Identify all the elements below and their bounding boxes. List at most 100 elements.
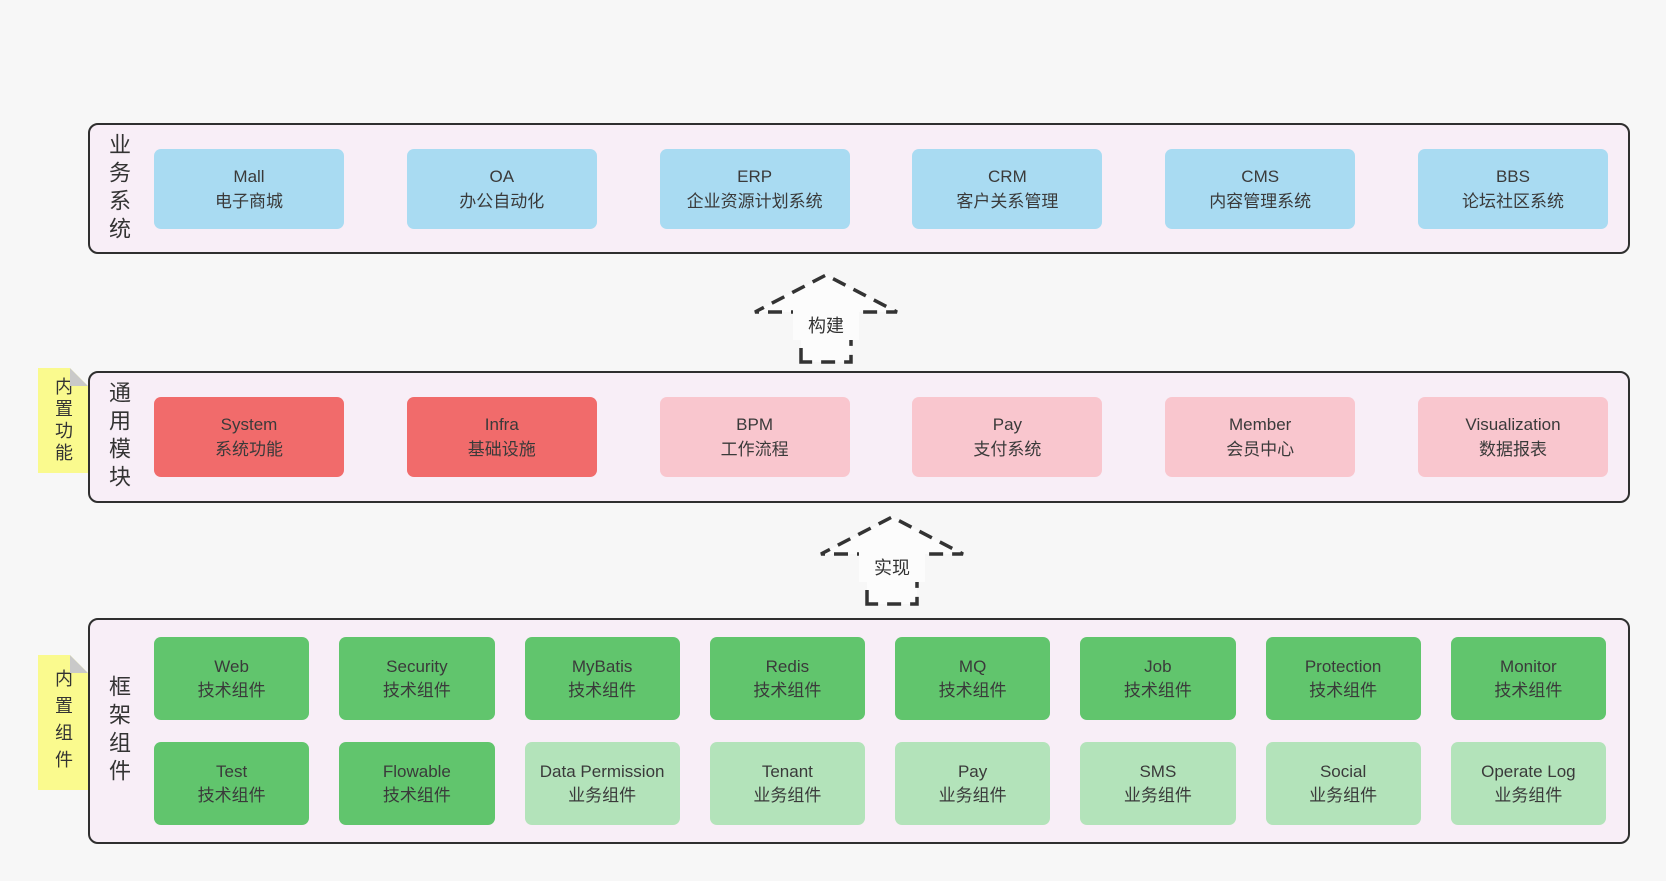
box-pay-system: Pay 支付系统 [912, 397, 1103, 477]
box-name: Data Permission [539, 761, 665, 781]
framework-components-band: 框架组件 Web 技术组件 Security 技术组件 MyBatis 技术组件… [88, 618, 1630, 844]
box-data-permission: Data Permission 业务组件 [524, 742, 680, 825]
box-desc: 业务组件 [568, 785, 637, 805]
box-protection: Protection 技术组件 [1265, 637, 1421, 720]
box-desc: 工作流程 [720, 440, 789, 459]
box-name: Mall [233, 166, 265, 186]
box-bbs: BBS 论坛社区系统 [1417, 148, 1608, 229]
builtin-components-tag: 内置组件 [38, 655, 88, 790]
box-name: Member [1229, 415, 1292, 434]
box-desc: 技术组件 [1123, 680, 1192, 700]
box-name: Visualization [1465, 415, 1561, 434]
band-label: 业务系统 [106, 132, 131, 245]
box-desc: 技术组件 [568, 680, 637, 700]
box-redis: Redis 技术组件 [709, 637, 865, 720]
box-pay-component: Pay 业务组件 [895, 742, 1051, 825]
box-desc: 技术组件 [197, 785, 266, 805]
box-desc: 会员中心 [1226, 440, 1295, 459]
box-bpm: BPM 工作流程 [659, 397, 850, 477]
box-desc: 技术组件 [1494, 680, 1563, 700]
box-desc: 论坛社区系统 [1461, 191, 1564, 211]
box-name: BBS [1495, 166, 1530, 186]
box-desc: 技术组件 [753, 680, 822, 700]
arrow-up-icon: 构建 [754, 273, 898, 364]
box-name: Security [386, 656, 448, 676]
box-security: Security 技术组件 [339, 637, 495, 720]
common-modules-band: 通用模块 System 系统功能 Infra 基础设施 BPM 工作流程 Pay… [88, 371, 1630, 503]
tag-label: 内置功能 [53, 376, 73, 465]
implement-arrow: 实现 [817, 514, 967, 606]
box-flowable: Flowable 技术组件 [339, 742, 495, 825]
box-job: Job 技术组件 [1080, 637, 1236, 720]
folded-corner-icon [70, 368, 88, 386]
common-modules-boxes: System 系统功能 Infra 基础设施 BPM 工作流程 Pay 支付系统… [146, 397, 1628, 477]
box-desc: 基础设施 [467, 440, 536, 459]
box-desc: 业务组件 [1123, 785, 1192, 805]
box-desc: 内容管理系统 [1209, 191, 1312, 211]
framework-components-label-column: 框架组件 [90, 620, 146, 842]
box-name: CRM [988, 166, 1027, 186]
box-desc: 技术组件 [1309, 680, 1378, 700]
box-desc: 技术组件 [382, 785, 451, 805]
box-desc: 办公自动化 [459, 191, 545, 211]
box-name: Test [216, 761, 248, 781]
framework-components-boxes: Web 技术组件 Security 技术组件 MyBatis 技术组件 Redi… [146, 637, 1628, 825]
band-label: 框架组件 [106, 675, 131, 787]
box-web: Web 技术组件 [154, 637, 310, 720]
box-desc: 业务组件 [753, 785, 822, 805]
box-desc: 业务组件 [1494, 785, 1563, 805]
box-name: Protection [1304, 656, 1382, 676]
box-operate-log: Operate Log 业务组件 [1450, 742, 1606, 825]
tag-label: 内置组件 [53, 668, 73, 777]
box-oa: OA 办公自动化 [406, 148, 597, 229]
box-name: OA [489, 166, 515, 186]
box-desc: 系统功能 [215, 440, 283, 459]
box-social: Social 业务组件 [1265, 742, 1421, 825]
box-member: Member 会员中心 [1165, 397, 1356, 477]
box-desc: 技术组件 [938, 680, 1007, 700]
box-name: Pay [957, 761, 988, 781]
box-name: Operate Log [1481, 761, 1576, 781]
box-name: Web [214, 656, 249, 676]
box-name: System [220, 415, 278, 434]
box-name: Monitor [1500, 656, 1557, 676]
box-desc: 技术组件 [197, 680, 266, 700]
box-name: Infra [484, 415, 519, 434]
box-monitor: Monitor 技术组件 [1450, 637, 1606, 720]
box-sms: SMS 业务组件 [1080, 742, 1236, 825]
business-systems-boxes: Mall 电子商城 OA 办公自动化 ERP 企业资源计划系统 CRM 客户关系… [146, 148, 1628, 229]
box-desc: 电子商城 [215, 191, 283, 211]
box-mq: MQ 技术组件 [895, 637, 1051, 720]
box-desc: 客户关系管理 [956, 191, 1059, 211]
box-name: CMS [1241, 166, 1280, 186]
business-systems-band: 业务系统 Mall 电子商城 OA 办公自动化 ERP 企业资源计划系统 CRM… [88, 123, 1630, 254]
box-mybatis: MyBatis 技术组件 [524, 637, 680, 720]
box-desc: 企业资源计划系统 [686, 191, 823, 211]
box-desc: 数据报表 [1478, 440, 1547, 459]
box-name: Job [1144, 656, 1172, 676]
box-name: Tenant [761, 761, 813, 781]
box-desc: 业务组件 [1309, 785, 1378, 805]
box-desc: 技术组件 [382, 680, 451, 700]
box-name: MQ [958, 656, 987, 676]
box-mall: Mall 电子商城 [154, 148, 344, 229]
box-desc: 支付系统 [973, 440, 1042, 459]
box-name: Flowable [382, 761, 451, 781]
box-name: Social [1319, 761, 1367, 781]
box-name: SMS [1139, 761, 1177, 781]
builtin-features-tag: 内置功能 [38, 368, 88, 473]
box-tenant: Tenant 业务组件 [709, 742, 865, 825]
box-name: Redis [765, 656, 810, 676]
band-label: 通用模块 [106, 381, 131, 493]
box-test: Test 技术组件 [154, 742, 310, 825]
box-name: Pay [992, 415, 1023, 434]
build-arrow-label: 构建 [808, 316, 844, 336]
build-arrow: 构建 [751, 272, 901, 364]
box-system: System 系统功能 [154, 397, 344, 477]
common-modules-label-column: 通用模块 [90, 373, 146, 501]
box-name: ERP [737, 166, 773, 186]
box-crm: CRM 客户关系管理 [912, 148, 1103, 229]
box-erp: ERP 企业资源计划系统 [659, 148, 850, 229]
implement-arrow-label: 实现 [874, 558, 910, 578]
box-visualization: Visualization 数据报表 [1417, 397, 1608, 477]
